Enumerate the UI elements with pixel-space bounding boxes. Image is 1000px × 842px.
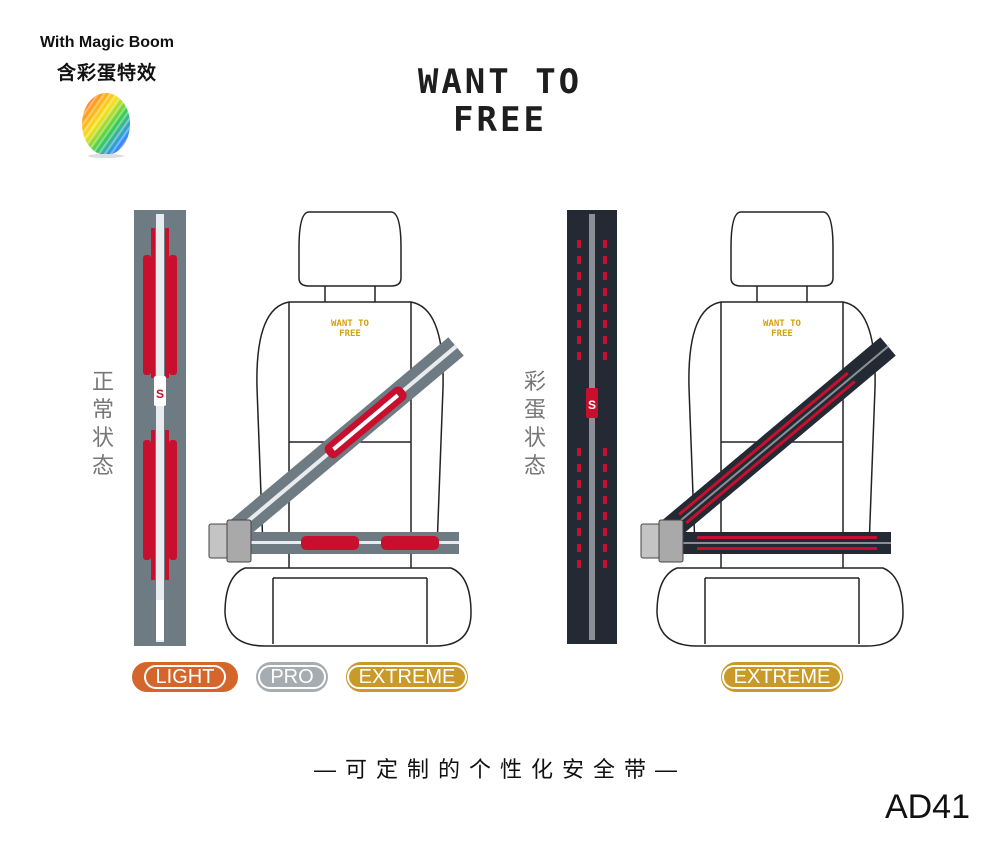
rainbow-egg-icon: [82, 93, 130, 158]
magic-boom-label-en: With Magic Boom: [39, 34, 175, 51]
title-line-2: FREE: [453, 100, 547, 140]
seat-easter-egg: WANT TO FREE: [640, 211, 904, 647]
seat-logo-line-1: WANT TO: [331, 319, 370, 329]
svg-text:S: S: [588, 398, 596, 412]
badge-extreme-left: EXTREME: [346, 662, 468, 692]
belt-strap-normal: S: [134, 210, 186, 646]
badge-extreme-left-label: EXTREME: [346, 665, 468, 689]
badge-light: LIGHT: [132, 662, 238, 692]
magic-boom-label-cn: 含彩蛋特效: [56, 63, 157, 84]
title-line-1: WANT TO: [417, 62, 583, 102]
badge-extreme-right: EXTREME: [721, 662, 843, 692]
product-code: AD41: [884, 788, 970, 826]
slogan: —可定制的个性化安全带—: [313, 757, 686, 782]
seat-logo-line-2: FREE: [339, 329, 361, 339]
side-label-normal: 正常状态: [91, 369, 114, 478]
side-label-easter-egg: 彩蛋状态: [523, 369, 546, 478]
belt-strap-easter-egg: S: [567, 210, 617, 644]
seat-normal: WANT TO FREE: [208, 211, 472, 647]
svg-text:S: S: [156, 387, 164, 401]
seat-logo-line-1: WANT TO: [763, 319, 802, 329]
badge-pro: PRO: [256, 662, 328, 692]
badge-pro-label: PRO: [258, 665, 326, 689]
badge-extreme-right-label: EXTREME: [721, 665, 843, 689]
seat-logo-line-2: FREE: [771, 329, 793, 339]
badge-light-label: LIGHT: [143, 665, 227, 689]
